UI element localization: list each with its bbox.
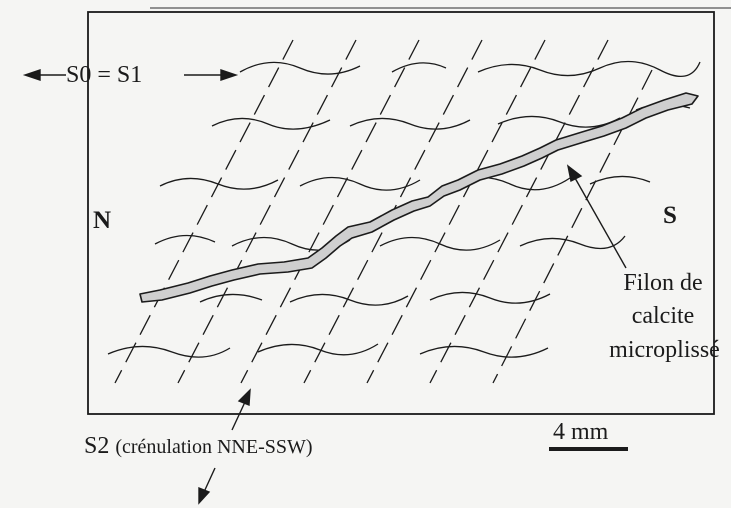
vein-pointer-arrow: [566, 164, 627, 269]
north-label: N: [93, 207, 112, 234]
vein-label-line-2: calcite: [631, 303, 695, 329]
s2-arrows: [198, 388, 251, 505]
diagram-frame: [87, 11, 715, 415]
south-label: S: [663, 202, 677, 229]
s2-description: (crénulation NNE-SSW): [115, 436, 313, 458]
scale-label: 4 mm: [553, 419, 609, 445]
s0-s1-label: S0 = S1: [66, 62, 143, 88]
calcite-vein: [139, 92, 699, 303]
s2-label: S2 (crénulation NNE-SSW): [84, 434, 313, 458]
vein-label-line-3: microplissé: [609, 337, 720, 363]
s2-symbol: S2: [84, 433, 110, 459]
s2-cleavage-traces: [114, 39, 653, 384]
s0-s1-arrows: [22, 69, 239, 81]
s0-s1-foliation-traces: [107, 60, 701, 358]
vein-label-line-1: Filon de: [623, 270, 703, 296]
